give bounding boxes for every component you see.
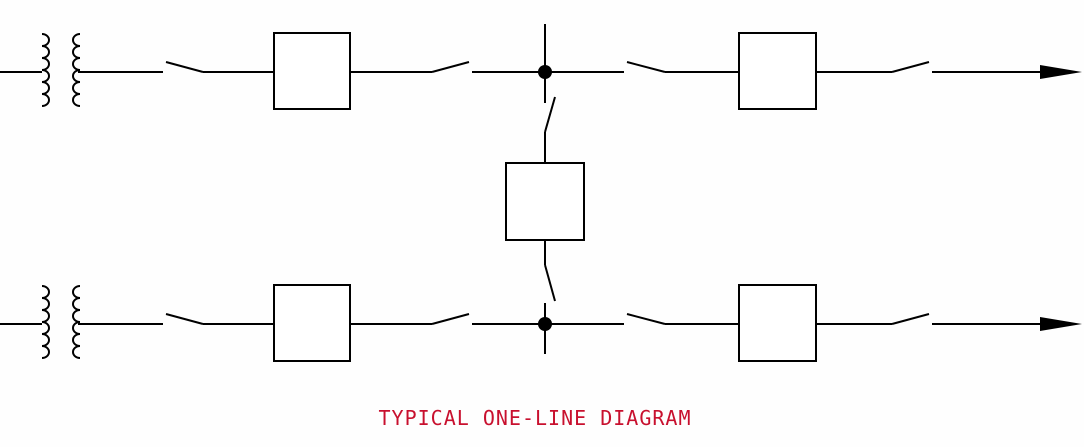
transformer-bottom — [0, 285, 81, 359]
tie-breaker-box — [505, 162, 585, 241]
breaker-box-bottom-right — [738, 284, 817, 362]
breaker-box-bottom-left — [273, 284, 351, 362]
tie-connection — [505, 96, 585, 302]
diagram-caption: TYPICAL ONE-LINE DIAGRAM — [378, 406, 692, 430]
switch-top-4 — [891, 61, 930, 73]
switch-bottom-4 — [891, 313, 930, 325]
switch-top-1 — [165, 61, 204, 73]
transformer-top — [0, 33, 81, 107]
switch-bottom-2 — [431, 313, 470, 325]
switch-bottom-1 — [165, 313, 204, 325]
tie-switch-upper — [544, 96, 556, 133]
bottom-feeder — [0, 284, 1082, 362]
switch-top-2 — [431, 61, 470, 73]
arrow-bottom — [1040, 317, 1082, 331]
bus-node-top — [538, 65, 552, 79]
breaker-box-top-right — [738, 32, 817, 110]
switch-bottom-3 — [626, 313, 666, 325]
arrow-top — [1040, 65, 1082, 79]
switch-top-3 — [626, 61, 666, 73]
top-feeder — [0, 24, 1082, 110]
breaker-box-top-left — [273, 32, 351, 110]
bus-node-bottom — [538, 317, 552, 331]
tie-switch-lower — [544, 264, 556, 302]
